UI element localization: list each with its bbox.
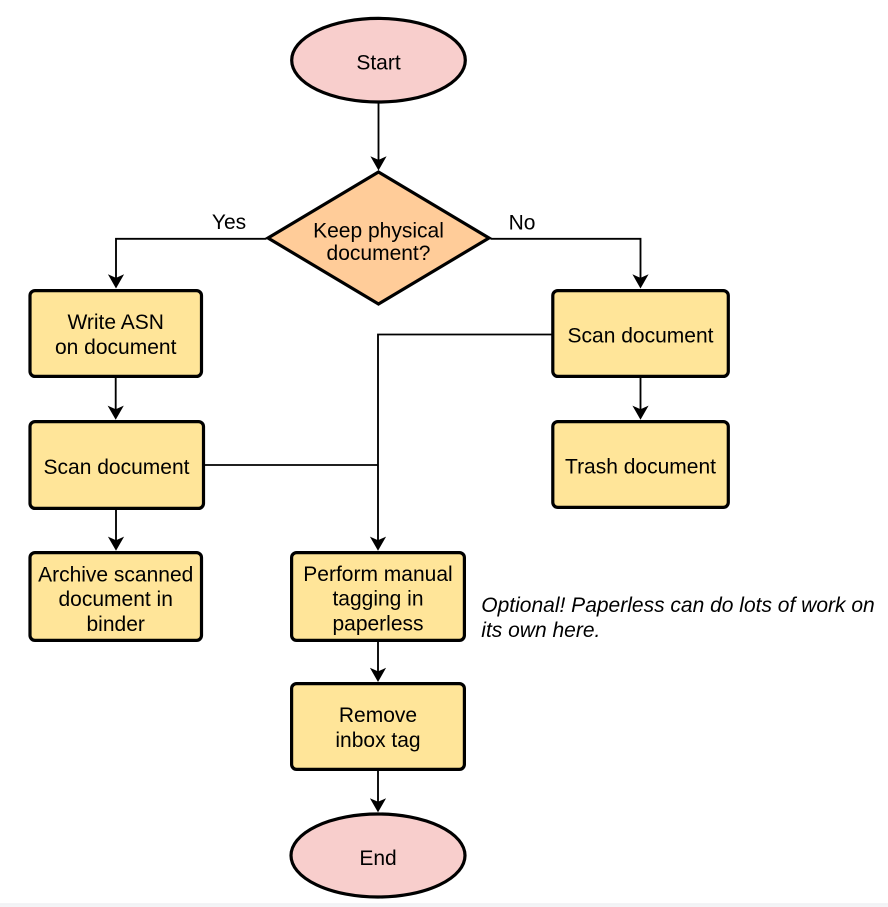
svg-text:End: End — [359, 847, 396, 870]
svg-text:Perform manual: Perform manual — [303, 563, 452, 586]
svg-text:inbox tag: inbox tag — [335, 729, 420, 752]
svg-text:on document: on document — [55, 336, 177, 359]
svg-text:Scan document: Scan document — [44, 456, 190, 479]
svg-text:Remove: Remove — [339, 704, 417, 727]
svg-text:its own here.: its own here. — [481, 619, 600, 642]
svg-text:Scan document: Scan document — [568, 325, 714, 348]
svg-text:paperless: paperless — [332, 612, 423, 635]
svg-text:Trash document: Trash document — [565, 455, 716, 478]
svg-text:document?: document? — [327, 242, 431, 265]
svg-text:Write ASN: Write ASN — [67, 311, 163, 334]
svg-text:document in: document in — [58, 588, 172, 611]
svg-text:No: No — [509, 212, 536, 235]
svg-text:Keep physical: Keep physical — [313, 219, 444, 242]
svg-text:Yes: Yes — [212, 211, 246, 234]
svg-text:Optional! Paperless can do lot: Optional! Paperless can do lots of work … — [481, 594, 874, 617]
svg-text:Start: Start — [356, 51, 401, 74]
svg-text:tagging in: tagging in — [332, 588, 423, 611]
svg-text:Archive scanned: Archive scanned — [38, 564, 193, 587]
svg-text:binder: binder — [87, 613, 145, 636]
